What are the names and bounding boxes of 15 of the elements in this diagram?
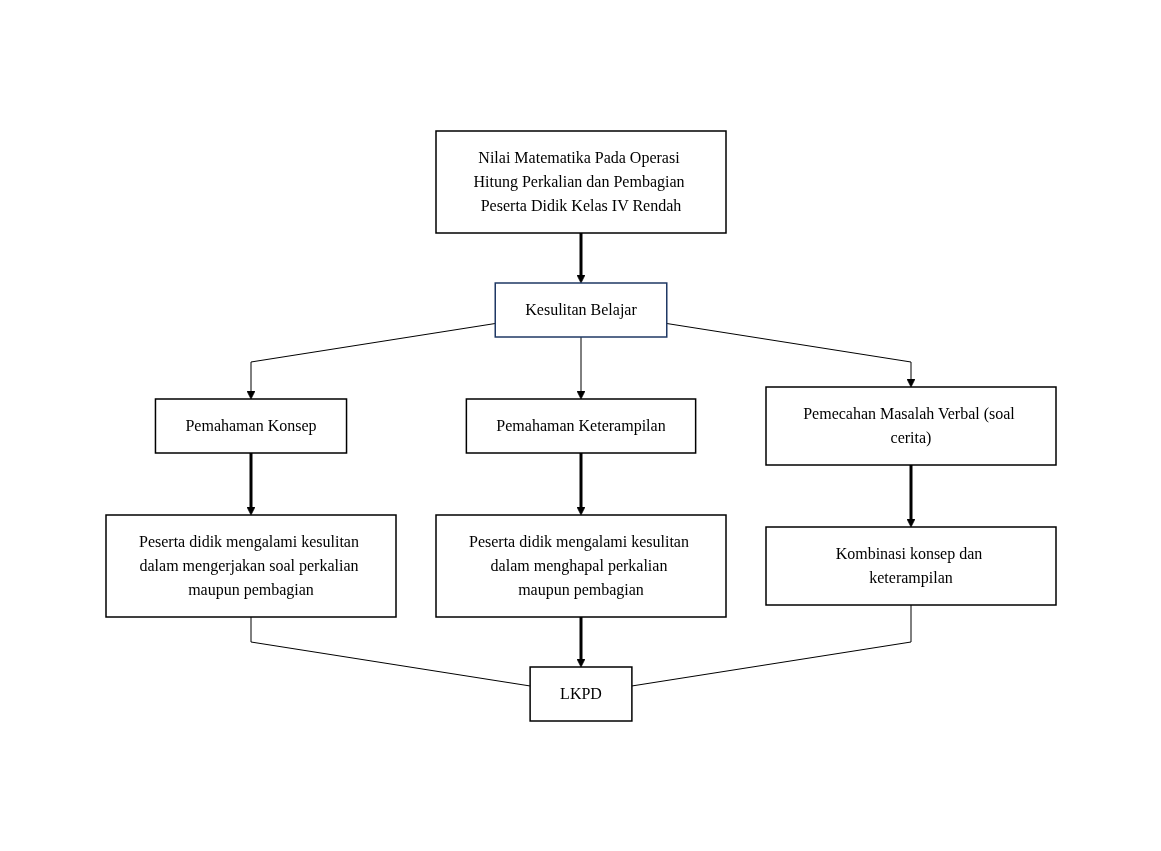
arrow: [906, 464, 915, 527]
node-box: Peserta didik mengalami kesulitan dalam menghapal perkalian maupun pembagian: [434, 513, 727, 618]
arrow: [576, 336, 585, 399]
node-box: LKPD: [528, 665, 633, 722]
arrow: [576, 616, 585, 667]
arrow: [246, 452, 255, 515]
node-box: Pemahaman Keterampilan: [465, 397, 696, 454]
node-box: Kesulitan Belajar: [494, 281, 667, 338]
node-box: Pemecahan Masalah Verbal (soal cerita): [764, 385, 1057, 466]
arrow: [576, 452, 585, 515]
node-box: Kombinasi konsep dan keterampilan: [764, 525, 1057, 606]
node-box: Peserta didik mengalami kesulitan dalam mengerjakan soal perkalian maupun pembagian: [104, 513, 397, 618]
node-box: Pemahaman Konsep: [154, 397, 347, 454]
node-box: Nilai Matematika Pada Operasi Hitung Perkalian dan Pembagian Peserta Didik Kelas IV Rendah: [434, 129, 727, 234]
arrow: [576, 232, 585, 283]
